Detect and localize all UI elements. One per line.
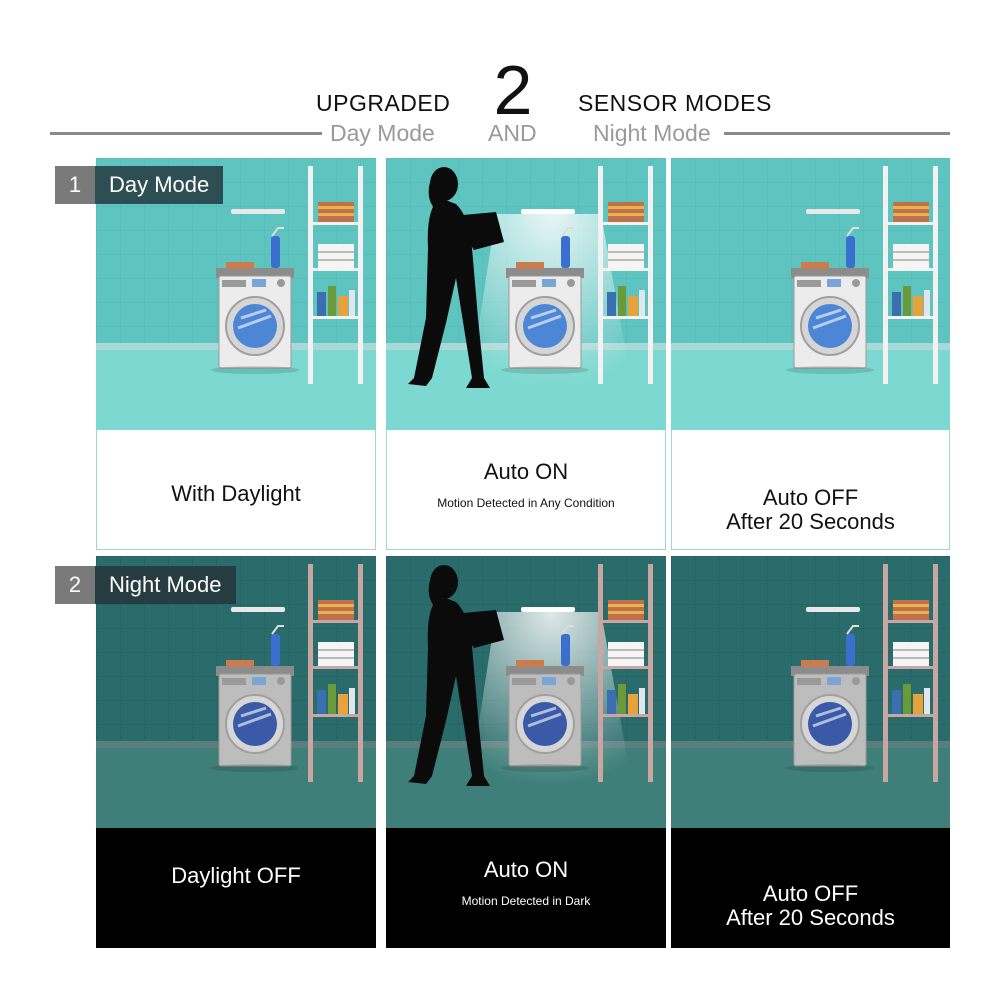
night-panel-auto-off: Auto OFF After 20 Seconds <box>671 556 950 948</box>
night-panel-auto-on: Auto ON Motion Detected in Dark <box>386 556 666 948</box>
caption-auto-on-night: Auto ON Motion Detected in Dark <box>386 828 666 948</box>
person-silhouette <box>408 565 504 786</box>
washing-machine <box>211 227 299 374</box>
light-bar <box>806 209 860 214</box>
shelf-unit <box>883 166 938 384</box>
mode-number: 2 <box>55 566 95 604</box>
header-divider-left <box>50 132 322 135</box>
caption-main: Auto OFF After 20 Seconds <box>726 881 895 930</box>
washing-machine <box>501 227 589 374</box>
light-bar <box>521 607 575 612</box>
caption-sub: Motion Detected in Dark <box>461 894 591 908</box>
washing-machine <box>501 625 589 772</box>
person-silhouette <box>408 167 504 388</box>
mode-name: Day Mode <box>95 166 224 204</box>
caption-main: Auto OFF After 20 Seconds <box>726 485 895 534</box>
caption-main: Auto ON <box>483 857 569 882</box>
caption-with-daylight: With Daylight <box>96 430 376 550</box>
shelf-unit <box>598 166 653 384</box>
header-and: AND <box>488 120 537 146</box>
laundry-scene-illustration <box>671 556 950 828</box>
shelf-unit <box>598 564 653 782</box>
header-divider-right <box>724 132 950 135</box>
shelf-unit <box>883 564 938 782</box>
shelf-unit <box>308 166 363 384</box>
laundry-scene-illustration <box>386 556 666 828</box>
caption-main: Auto ON <box>483 459 569 484</box>
header-night-mode: Night Mode <box>593 120 711 146</box>
caption-daylight-off: Daylight OFF <box>96 828 376 948</box>
washing-machine <box>786 625 874 772</box>
mode-number: 1 <box>55 166 95 204</box>
day-panel-auto-on: Auto ON Motion Detected in Any Condition <box>386 158 666 550</box>
night-panel-daylight-off: Daylight OFF <box>96 556 376 948</box>
light-bar <box>806 607 860 612</box>
caption-main: With Daylight <box>171 481 301 506</box>
laundry-scene-illustration <box>386 158 666 430</box>
washing-machine <box>211 625 299 772</box>
light-bar <box>231 209 285 214</box>
mode-name: Night Mode <box>95 566 236 604</box>
header-number: 2 <box>493 51 533 129</box>
shelf-unit <box>308 564 363 782</box>
mode-tag-night: 2 Night Mode <box>55 566 236 604</box>
caption-main: Daylight OFF <box>171 863 301 888</box>
caption-auto-off-day: Auto OFF After 20 Seconds <box>671 430 950 550</box>
header-day-mode: Day Mode <box>330 120 435 146</box>
caption-auto-off-night: Auto OFF After 20 Seconds <box>671 828 950 948</box>
light-bar <box>521 209 575 214</box>
light-bar <box>231 607 285 612</box>
washing-machine <box>786 227 874 374</box>
caption-auto-on-day: Auto ON Motion Detected in Any Condition <box>386 430 666 550</box>
header-sensor-modes: SENSOR MODES <box>578 90 772 116</box>
caption-sub: Motion Detected in Any Condition <box>437 496 615 510</box>
mode-tag-day: 1 Day Mode <box>55 166 224 204</box>
laundry-scene-illustration <box>671 158 950 430</box>
header-upgraded: UPGRADED <box>316 90 451 116</box>
day-panel-with-daylight: With Daylight <box>96 158 376 550</box>
laundry-scene-illustration <box>96 158 376 430</box>
day-panel-auto-off: Auto OFF After 20 Seconds <box>671 158 950 550</box>
